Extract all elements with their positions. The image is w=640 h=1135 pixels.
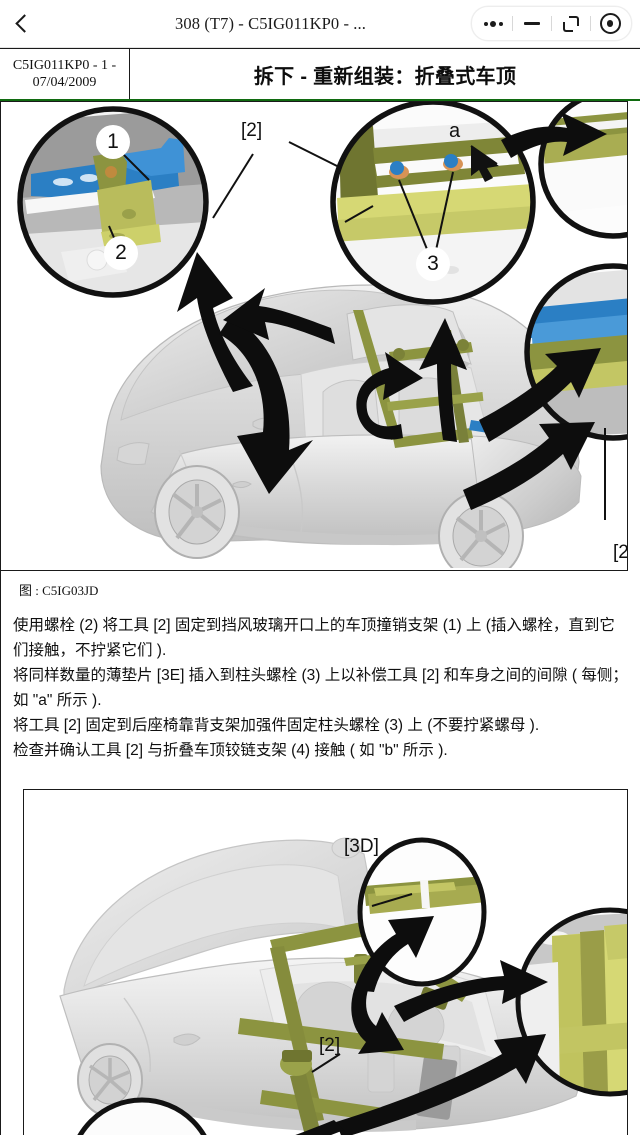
callout-number-1: 1 [96, 125, 130, 159]
minimize-button[interactable] [513, 8, 551, 39]
figure-1-artwork [17, 102, 627, 568]
back-button[interactable] [0, 0, 48, 48]
window-controls-group [471, 6, 632, 41]
circle-dot-icon [599, 13, 621, 34]
control-divider [590, 16, 591, 31]
instruction-text-block: 使用螺栓 (2) 将工具 [2] 固定到挡风玻璃开口上的车顶撞销支架 (1) 上… [1, 599, 640, 763]
ref-label-tool-left: [2] [241, 120, 263, 141]
instruction-paragraph: 检查并确认工具 [2] 与折叠车顶铰链支架 (4) 接触 ( 如 "b" 所示 … [13, 742, 448, 759]
instruction-paragraph: 使用螺栓 (2) 将工具 [2] 固定到挡风玻璃开口上的车顶撞销支架 (1) 上… [13, 617, 615, 659]
control-divider [551, 16, 552, 31]
figure-2-artwork [59, 837, 627, 1135]
more-dots-icon [483, 20, 503, 27]
document-body[interactable]: 1 2 3 [2] [2] a 图 : C5IG03JD 使用螺栓 (2) 将工… [0, 101, 640, 1135]
detail-circle-3 [538, 102, 627, 239]
instruction-paragraph: 将同样数量的薄垫片 [3E] 插入到柱头螺栓 (3) 上以补偿工具 [2] 和车… [13, 667, 628, 709]
ref-label-2-fig2: [2] [319, 1035, 341, 1056]
detail-circle-3d [357, 837, 487, 987]
record-button[interactable] [591, 8, 629, 39]
leader-lines-2 [311, 893, 413, 1073]
figure-2: [3D] [2] [23, 789, 628, 1135]
document-header: C5IG011KP0 - 1 - 07/04/2009 拆下 - 重新组装：折叠… [0, 48, 640, 101]
wheel-front-2 [77, 1043, 143, 1117]
more-options-button[interactable] [474, 8, 512, 39]
control-divider [512, 16, 513, 31]
document-id-cell: C5IG011KP0 - 1 - 07/04/2009 [0, 49, 130, 99]
arrows-2 [295, 916, 548, 1135]
callout-number-2: 2 [104, 236, 138, 270]
callout-number-3: 3 [416, 247, 450, 281]
wheel-rear [154, 465, 240, 559]
detail-circle-1 [17, 106, 209, 298]
window-title: 308 (T7) - C5IG011KP0 - ... [175, 13, 366, 33]
figure-1-caption: 图 : C5IG03JD [19, 583, 99, 598]
page-title: 拆下 - 重新组装：折叠式车顶 [253, 65, 517, 88]
restore-window-button[interactable] [552, 8, 590, 39]
section-spacer [1, 763, 640, 789]
detail-circle-2 [330, 102, 536, 305]
app-bar: 308 (T7) - C5IG011KP0 - ... [0, 0, 640, 48]
figure-1: 1 2 3 [2] [2] a [1, 101, 628, 571]
ref-label-tool-right: [2] [613, 542, 628, 563]
restore-window-icon [563, 15, 579, 32]
arrows [177, 112, 607, 510]
back-chevron-icon [14, 14, 34, 33]
leader-lines [108, 141, 606, 520]
instruction-paragraph: 将工具 [2] 固定到后座椅靠背支架加强件固定柱头螺栓 (3) 上 (不要拧紧螺… [13, 717, 540, 734]
ref-label-3d: [3D] [344, 836, 379, 857]
minimize-icon [524, 22, 540, 25]
ref-label-a: a [449, 120, 461, 142]
